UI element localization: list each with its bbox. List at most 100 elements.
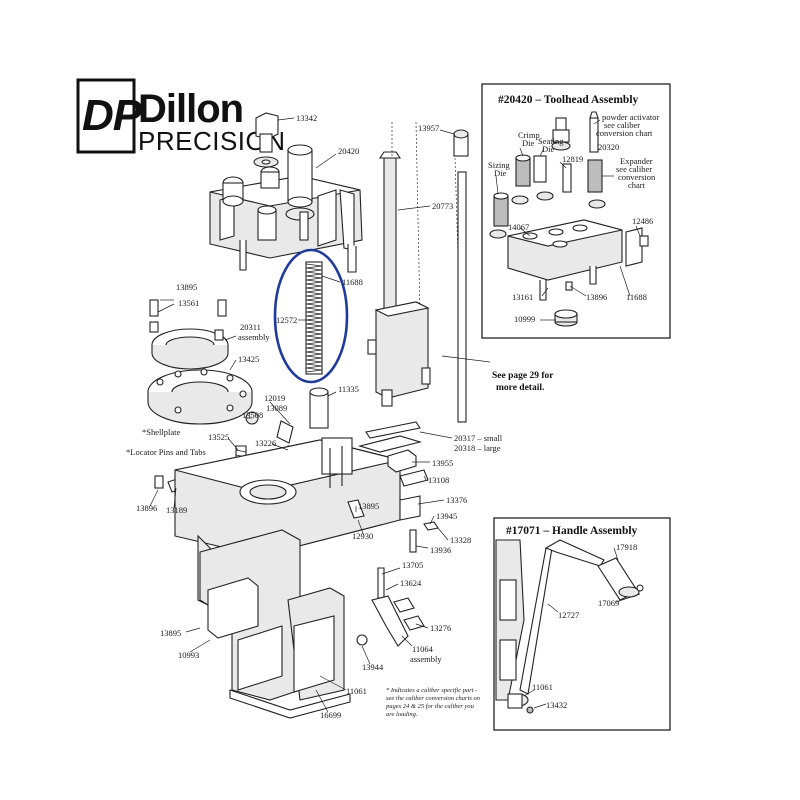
callout-shellplate: *Shellplate (142, 427, 180, 437)
label-11688: 11688 (626, 292, 647, 302)
callout-13957: 13957 (418, 123, 439, 133)
label-sizing-die-2: Die (494, 168, 507, 178)
footnote: * Indicates a caliber specific part - se… (385, 687, 480, 718)
callout-12930: 12930 (352, 531, 373, 541)
handle-leaders (523, 547, 641, 709)
leader-lines (149, 117, 491, 713)
callout-labels: 13342 20420 13957 20773 11688 12572 1389… (126, 113, 503, 720)
callout-13189: 13189 (166, 505, 187, 515)
callout-11688: 11688 (342, 277, 363, 287)
label-sizing-die: Sizing (488, 160, 510, 170)
callout-13895-top: 13895 (176, 282, 197, 292)
label-14067: 14067 (508, 222, 529, 232)
callout-13895-mid: 13895 (358, 501, 379, 511)
bushing-11335 (309, 387, 329, 429)
callout-13425: 13425 (238, 354, 259, 364)
callout-20420: 20420 (338, 146, 359, 156)
callout-13276: 13276 (430, 623, 451, 633)
label-powder-activator-3: conversion chart (596, 128, 653, 138)
label-17918: 17918 (616, 542, 637, 552)
footnote-line3: pages 24 & 25 for the caliber you (385, 703, 475, 710)
toolhead-bolt (253, 112, 279, 168)
callout-12019: 12019 (264, 393, 285, 403)
handle-inset-title: #17071 – Handle Assembly (506, 525, 638, 537)
toolhead (209, 144, 363, 273)
logo-frame (76, 78, 136, 154)
footnote-line2: see the caliber conversion charts on (386, 695, 480, 702)
spring-12572 (273, 248, 349, 384)
linkage-parts (347, 421, 439, 647)
toolhead-inset-frame (481, 83, 671, 339)
label-20320: 20320 (598, 142, 619, 152)
label-expander: Expander (620, 156, 653, 166)
callout-11335: 11335 (338, 384, 359, 394)
callout-13944: 13944 (362, 662, 384, 672)
label-10999: 10999 (514, 314, 535, 324)
callout-13936: 13936 (430, 545, 451, 555)
handle-assembly-inset: #17071 – Handle Assembly 17918 17069 127… (493, 517, 671, 731)
inset-handle-parts (495, 539, 644, 714)
callout-13624: 13624 (400, 578, 422, 588)
callout-13328: 13328 (450, 535, 471, 545)
label-seating-die: Seating (538, 136, 564, 146)
label-expander-4: chart (628, 180, 646, 190)
inset-labels: powder activator see caliber conversion … (488, 112, 660, 324)
callout-13705: 13705 (402, 560, 423, 570)
callout-locator-pins: *Locator Pins and Tabs (126, 447, 206, 457)
footnote-line1: * Indicates a caliber specific part - (386, 687, 477, 694)
label-powder-activator: powder activator (602, 112, 660, 122)
label-powder-activator-2: see caliber (604, 120, 640, 130)
handle-labels: 17918 17069 12727 11061 13432 (532, 542, 637, 710)
label-12727: 12727 (558, 610, 579, 620)
callout-20318: 20318 – large (454, 443, 501, 453)
callout-13342: 13342 (296, 113, 317, 123)
callout-13945: 13945 (436, 511, 457, 521)
see-page-note-line1: See page 29 for (492, 371, 554, 381)
label-11061: 11061 (532, 682, 553, 692)
label-13432: 13432 (546, 700, 567, 710)
callout-13896: 13896 (136, 503, 157, 513)
see-page-note-line2: more detail. (496, 383, 544, 393)
powder-rod-20773 (378, 121, 464, 421)
callout-13561: 13561 (178, 298, 199, 308)
label-crimp-die-2: Die (522, 138, 535, 148)
label-crimp-die: Crimp (518, 130, 540, 140)
callout-13089: 13089 (266, 403, 287, 413)
callout-13508: 13508 (242, 410, 263, 420)
toolhead-assembly-inset: #20420 – Toolhead Assembly (481, 83, 671, 339)
rod-13957 (453, 129, 469, 423)
inset-dies (489, 111, 606, 239)
logo-name-top: Dillon (138, 87, 243, 131)
label-13896: 13896 (586, 292, 607, 302)
dillon-precision-logo: DP Dillon PRECISION (76, 78, 285, 156)
callout-13226: 13226 (255, 438, 276, 448)
label-seating-die-2: Die (542, 144, 555, 154)
callout-11061: 11061 (346, 686, 367, 696)
press-frame (174, 435, 423, 719)
spring-highlight-ring (273, 248, 349, 384)
label-expander-3: conversion (618, 172, 656, 182)
callout-20311: 20311 (240, 322, 261, 332)
footnote-line4: are loading. (386, 711, 418, 718)
callout-12572: 12572 (276, 315, 297, 325)
press-drawing: 13342 20420 13957 20773 11688 12572 1389… (126, 112, 554, 720)
callout-11064: 11064 (412, 644, 434, 654)
callout-13108: 13108 (428, 475, 449, 485)
logo-monogram: DP (82, 91, 143, 140)
label-12486: 12486 (632, 216, 653, 226)
label-12819: 12819 (562, 154, 583, 164)
toolhead-inset-title: #20420 – Toolhead Assembly (498, 94, 639, 106)
inset-toolhead-block (507, 219, 649, 327)
callout-13376: 13376 (446, 495, 467, 505)
callout-20317: 20317 – small (454, 433, 503, 443)
callout-11064-assembly: assembly (410, 654, 442, 664)
callout-10993: 10993 (178, 650, 199, 660)
callout-16699: 16699 (320, 710, 341, 720)
inset-leaders (495, 119, 641, 321)
label-17069: 17069 (598, 598, 619, 608)
callout-13955: 13955 (432, 458, 453, 468)
shellplate-stack (147, 299, 253, 425)
callout-13895-bottom: 13895 (160, 628, 181, 638)
label-expander-2: see caliber (616, 164, 652, 174)
